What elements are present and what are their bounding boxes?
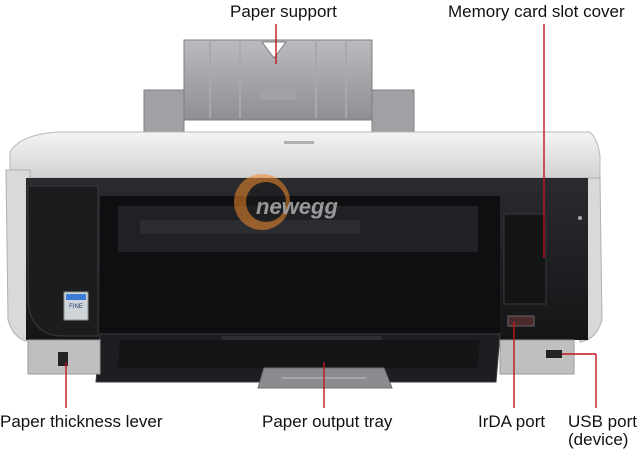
fine-badge: FINE	[69, 304, 83, 310]
memory-card-slot-cover	[503, 213, 547, 305]
label-paper-support: Paper support	[230, 2, 337, 21]
svg-text:newegg: newegg	[256, 194, 338, 219]
paper-support	[143, 39, 415, 133]
label-irda-port: IrDA port	[478, 412, 546, 431]
label-usb-port: USB port	[568, 412, 637, 431]
usb-port	[546, 350, 562, 358]
label-memory-card-slot-cover: Memory card slot cover	[448, 2, 625, 21]
newegg-watermark: newegg	[234, 174, 338, 230]
irda-port	[507, 315, 535, 327]
paper-thickness-lever	[58, 352, 68, 366]
printer-body: FINE	[5, 131, 603, 343]
callout-lines	[65, 24, 597, 408]
paper-output-tray	[95, 333, 501, 389]
label-paper-output-tray: Paper output tray	[262, 412, 393, 431]
label-paper-thickness-lever: Paper thickness lever	[0, 412, 163, 431]
label-usb-port-device: (device)	[568, 430, 629, 449]
